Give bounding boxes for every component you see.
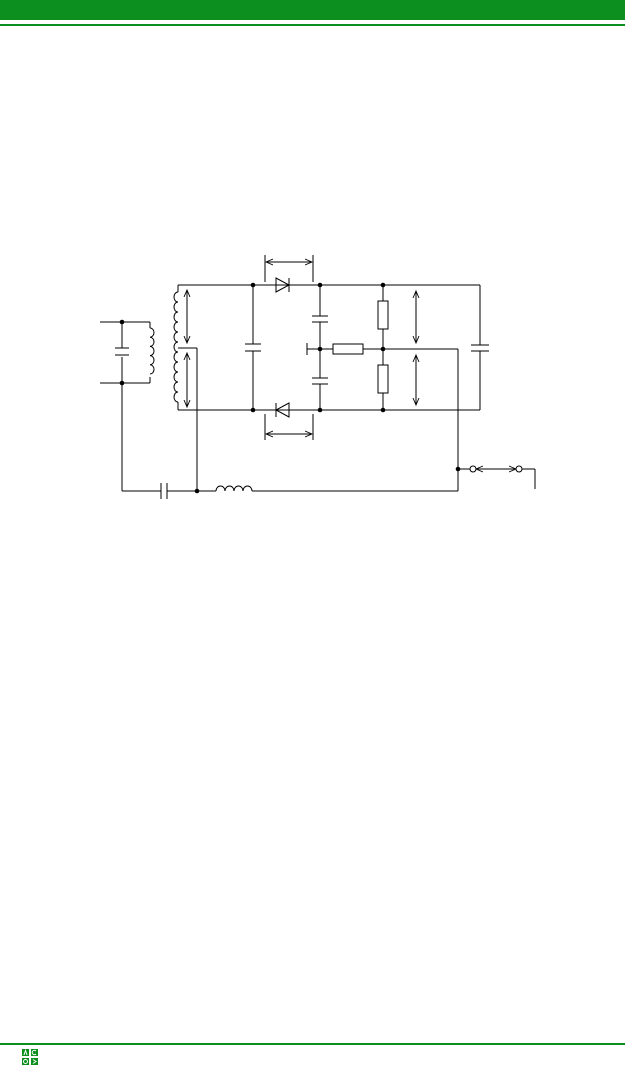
capacitor-output bbox=[471, 285, 489, 410]
feedback-path bbox=[121, 383, 458, 499]
resistor-divider bbox=[377, 285, 458, 410]
junction-dots bbox=[119, 282, 461, 494]
input-lc-tank bbox=[100, 321, 155, 384]
inductor-coil bbox=[215, 485, 253, 492]
resistor-series bbox=[320, 343, 383, 355]
publisher-logo-icon bbox=[22, 1049, 38, 1065]
diode-top bbox=[265, 277, 296, 293]
secondary-coil-lower bbox=[173, 351, 179, 403]
footer-rule bbox=[0, 1043, 625, 1045]
secondary-coil-upper bbox=[173, 291, 179, 353]
diode-bottom bbox=[265, 402, 296, 418]
capacitor-divider bbox=[306, 285, 328, 410]
header-bar bbox=[0, 0, 625, 20]
output-terminal bbox=[469, 465, 477, 473]
transformer-secondary bbox=[173, 285, 198, 491]
ground-terminal bbox=[515, 465, 523, 473]
header-rule bbox=[0, 24, 625, 26]
primary-coil bbox=[149, 327, 155, 375]
diode-current-arrows bbox=[264, 255, 314, 440]
capacitor-left bbox=[245, 285, 261, 410]
